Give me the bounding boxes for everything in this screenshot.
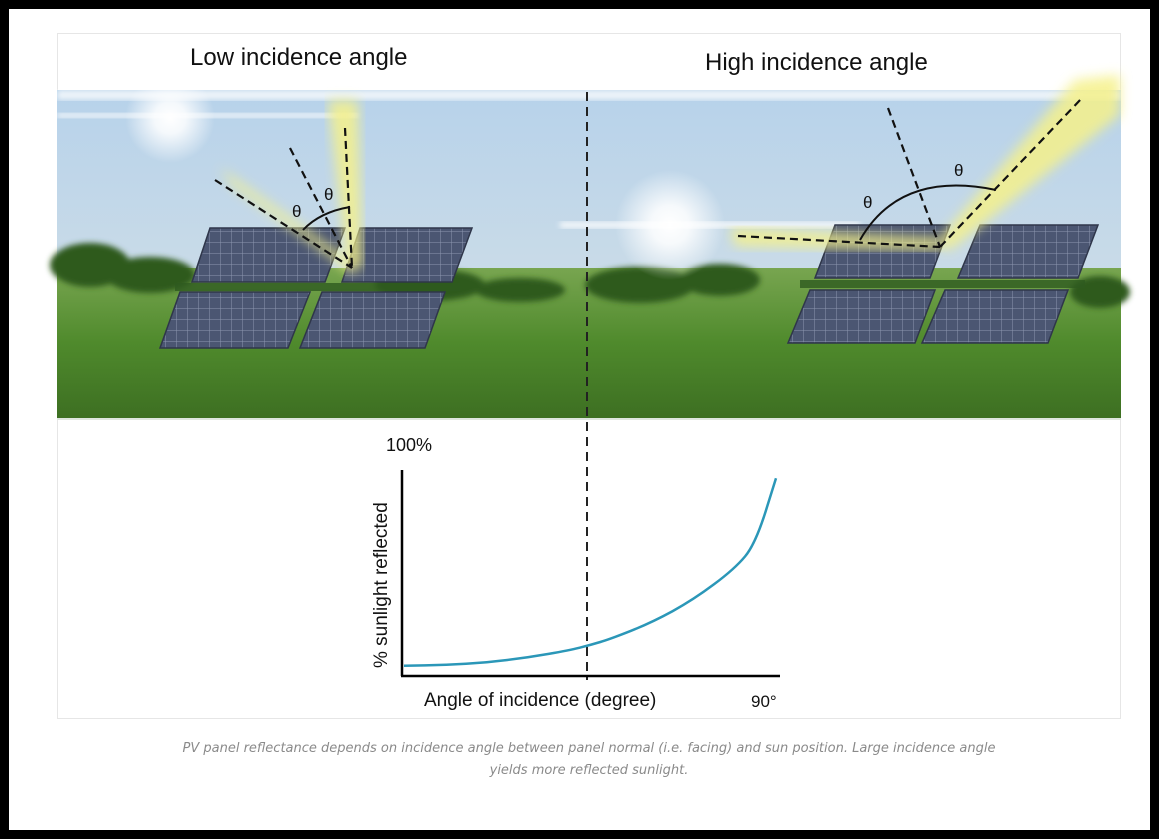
solar-panels-right [786,224,1100,344]
light-beams-left: θ θ [214,100,362,275]
reflected-ray-left [343,127,354,269]
x-axis-title: Angle of incidence (degree) [424,690,656,711]
light-beams-right: θ θ [730,75,1120,250]
caption-line-1: PV panel reflectance depends on incidenc… [182,741,996,756]
angle-arc-right [859,184,997,241]
theta-label: θ [292,202,301,221]
theta-label: θ [324,185,333,204]
y-axis-max-label: 100% [386,435,432,455]
theta-label: θ [863,193,872,212]
incident-ray-left [214,179,353,269]
theta-label: θ [954,161,963,180]
caption-line-2: yields more reflected sunlight. [489,763,689,778]
panel-normal-right [886,107,942,248]
reflectance-chart: 100% % sunlight reflected Angle of incid… [371,435,780,711]
left-panel-title: Low incidence angle [190,44,408,71]
tree-line [50,243,1130,308]
reflected-ray-right [939,97,1083,248]
panel-normal-left [289,147,353,269]
y-axis-title: % sunlight reflected [371,502,392,668]
reflectance-curve [403,477,778,667]
solar-panels-left [158,227,474,349]
figure-caption: PV panel reflectance depends on incidenc… [57,738,1121,782]
right-panel-title: High incidence angle [705,49,928,76]
x-axis-max-label: 90° [751,692,777,711]
incident-ray-right [737,234,941,249]
angle-arc-left [302,206,351,231]
